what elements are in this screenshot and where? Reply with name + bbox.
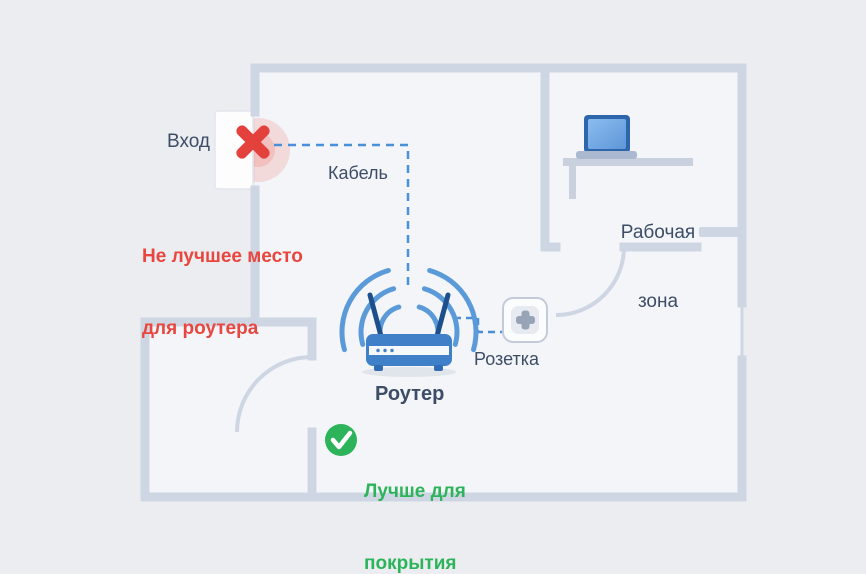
check-icon (325, 424, 357, 456)
good-place-note: Лучше для покрытия (364, 432, 466, 574)
cable-label: Кабель (328, 163, 388, 183)
entrance-label: Вход (167, 131, 210, 152)
bad-place-line2: для роутера (142, 318, 259, 339)
door-arc (235, 355, 313, 433)
desk-icon (563, 158, 693, 199)
good-place-line2: покрытия (364, 553, 457, 574)
bad-place-line1: Не лучшее место (142, 246, 303, 267)
laptop-icon (576, 115, 637, 159)
floor-area (145, 68, 742, 497)
work-area-line2: зона (637, 291, 679, 312)
x-mark-icon (236, 125, 270, 159)
router-icon (362, 292, 456, 377)
walls (140, 63, 747, 502)
door-arc (555, 246, 626, 317)
good-place-line1: Лучше для (364, 481, 466, 502)
cable-line (274, 143, 410, 289)
outlet-label: Розетка (474, 349, 540, 369)
router-label: Роутер (375, 383, 445, 405)
door-leaf (699, 227, 739, 237)
outlet-icon (502, 297, 548, 343)
work-area-line1: Рабочая (620, 222, 696, 243)
bad-place-note: Не лучшее место для роутера (142, 197, 303, 389)
work-area-label: Рабочая зона (598, 175, 718, 359)
